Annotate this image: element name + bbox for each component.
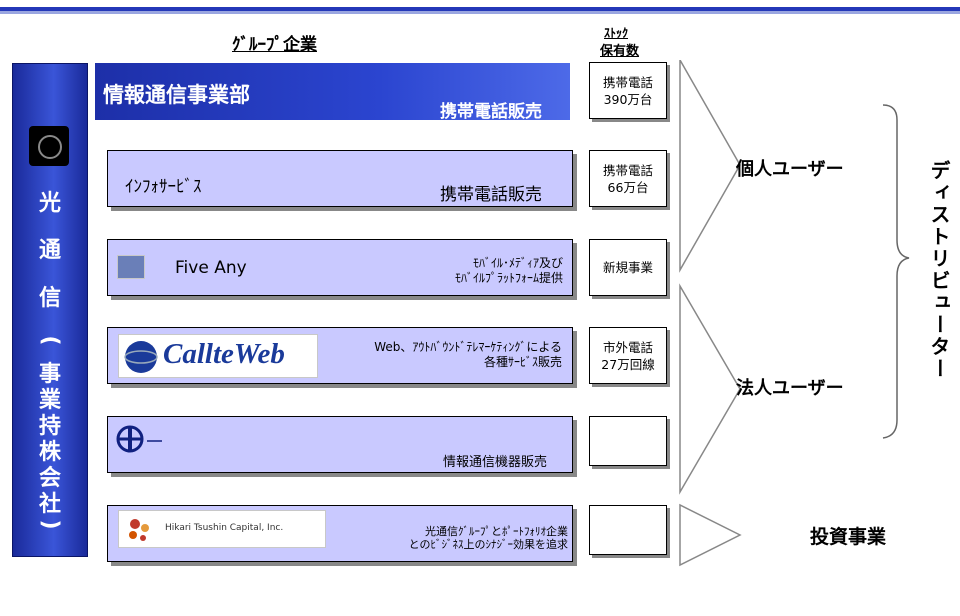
holding-char: 株 bbox=[38, 440, 61, 465]
holding-char: 通 bbox=[38, 238, 61, 263]
holding-char: 信 bbox=[38, 286, 61, 311]
stock-header-line1: ｽﾄｯｸ bbox=[604, 26, 629, 40]
company-row-equipment bbox=[107, 416, 573, 473]
company-name: Five Any bbox=[175, 258, 247, 278]
distributor-label: ディストリビューター bbox=[927, 160, 951, 380]
brace bbox=[882, 104, 910, 439]
stock-box: 携帯電話 66万台 bbox=[589, 150, 667, 207]
holding-char: ) bbox=[37, 519, 63, 530]
stock-line: 66万台 bbox=[607, 179, 649, 195]
company-desc: 光通信ｸﾞﾙｰﾌﾟとﾎﾟｰﾄﾌｫﾘｵ企業 とのﾋﾞｼﾞﾈｽ上のｼﾅｼﾞｰ効果を追… bbox=[330, 525, 568, 551]
desc-line: 光通信ｸﾞﾙｰﾌﾟとﾎﾟｰﾄﾌｫﾘｵ企業 bbox=[425, 525, 568, 538]
company-row-infoservice bbox=[107, 150, 573, 207]
stock-line: 市外電話 bbox=[602, 339, 653, 355]
company-desc: 携帯電話販売 bbox=[440, 102, 542, 122]
holding-char: 社 bbox=[38, 492, 61, 517]
holding-char: 事 bbox=[38, 362, 61, 387]
stock-box: 市外電話 27万回線 bbox=[589, 327, 667, 384]
stock-line: 新規事業 bbox=[602, 260, 653, 275]
hikari-logo-icon bbox=[29, 126, 69, 166]
flow-arrows bbox=[679, 60, 910, 567]
stock-line: 携帯電話 bbox=[602, 74, 653, 90]
stock-line: 390万台 bbox=[603, 91, 653, 107]
company-name: ｲﾝﾌｫｻｰﾋﾞｽ bbox=[125, 177, 202, 197]
desc-line: ﾓﾊﾞｲﾙ･ﾒﾃﾞｨｱ及び bbox=[472, 256, 563, 270]
personal-user-label: 個人ユーザー bbox=[736, 159, 844, 180]
desc-line: とのﾋﾞｼﾞﾈｽ上のｼﾅｼﾞｰ効果を追求 bbox=[408, 538, 568, 551]
holding-char: 会 bbox=[38, 466, 61, 491]
company-desc: ﾓﾊﾞｲﾙ･ﾒﾃﾞｨｱ及び ﾓﾊﾞｲﾙﾌﾟﾗｯﾄﾌｫｰﾑ提供 bbox=[330, 256, 563, 286]
stock-line: 27万回線 bbox=[601, 356, 655, 372]
company-desc: 情報通信機器販売 bbox=[443, 455, 548, 470]
company-row-hq bbox=[95, 63, 570, 120]
chevron-personal bbox=[679, 60, 741, 273]
stock-box: 携帯電話 390万台 bbox=[589, 62, 667, 119]
calltoweb-logo-text: CallteWeb bbox=[163, 338, 285, 370]
globe-icon bbox=[124, 341, 158, 373]
chevron-corporate bbox=[679, 283, 741, 495]
fiveany-logo-icon bbox=[117, 255, 145, 279]
holding-char: 光 bbox=[38, 191, 61, 216]
equipment-logo-icon bbox=[116, 424, 166, 454]
capital-logo-text: Hikari Tsushin Capital, Inc. bbox=[165, 523, 284, 533]
company-desc: 携帯電話販売 bbox=[440, 185, 542, 205]
holding-char: 持 bbox=[38, 414, 61, 439]
investment-label: 投資事業 bbox=[810, 526, 887, 548]
company-desc: Web、ｱｳﾄﾊﾞｳﾝﾄﾞﾃﾚﾏｰｹﾃｨﾝｸﾞによる 各種ｻｰﾋﾞｽ販売 bbox=[322, 340, 562, 370]
desc-line: 各種ｻｰﾋﾞｽ販売 bbox=[483, 355, 562, 369]
company-name: 情報通信事業部 bbox=[103, 83, 250, 107]
top-rule bbox=[0, 0, 960, 14]
stock-box: 新規事業 bbox=[589, 239, 667, 296]
group-companies-header: ｸﾞﾙｰﾌﾟ企業 bbox=[232, 35, 317, 55]
stock-box bbox=[589, 505, 667, 555]
stock-line: 携帯電話 bbox=[602, 162, 653, 178]
capital-logo: Hikari Tsushin Capital, Inc. bbox=[118, 510, 326, 548]
stock-box bbox=[589, 416, 667, 466]
stock-header-line2: 保有数 bbox=[600, 44, 640, 59]
calltoweb-logo: CallteWeb bbox=[118, 334, 318, 378]
corporate-user-label: 法人ユーザー bbox=[736, 378, 844, 399]
company-row-fiveany bbox=[107, 239, 573, 296]
desc-line: ﾓﾊﾞｲﾙﾌﾟﾗｯﾄﾌｫｰﾑ提供 bbox=[454, 271, 563, 285]
chevron-investment bbox=[679, 503, 742, 567]
holding-char: 業 bbox=[38, 388, 61, 413]
capital-logo-icon bbox=[129, 519, 149, 541]
desc-line: Web、ｱｳﾄﾊﾞｳﾝﾄﾞﾃﾚﾏｰｹﾃｨﾝｸﾞによる bbox=[374, 340, 562, 354]
